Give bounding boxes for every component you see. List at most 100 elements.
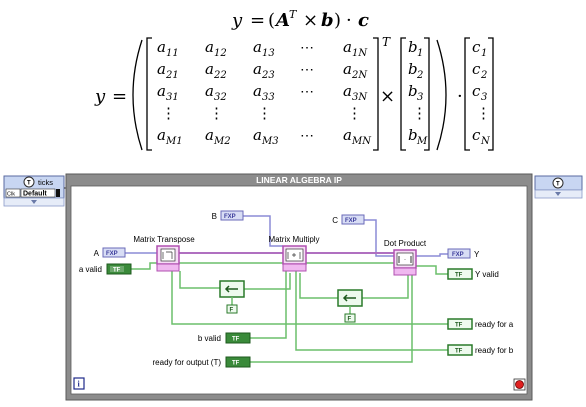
arrow-left-icon bbox=[224, 285, 238, 293]
matrix-a-entry-vdots: ⋮ bbox=[347, 104, 362, 122]
matrix-multiply-node[interactable]: Matrix Multiply bbox=[268, 235, 320, 272]
matrix-transpose-label: Matrix Transpose bbox=[133, 235, 195, 244]
info-icon[interactable]: i bbox=[73, 377, 85, 390]
input-a-valid[interactable]: a valid TF bbox=[79, 263, 132, 275]
matrix-a-entry-subscript: 22 bbox=[213, 70, 227, 81]
dot-product-label: Dot Product bbox=[384, 239, 427, 248]
b-valid-label: b valid bbox=[198, 334, 221, 343]
eq1-transpose: T bbox=[289, 8, 298, 21]
chevron-down-icon[interactable] bbox=[555, 192, 561, 196]
vector-c-entry: ⋮ bbox=[476, 104, 491, 122]
input-b-valid[interactable]: b valid TF bbox=[198, 332, 251, 344]
matrix-a-entry-letter: a bbox=[157, 38, 166, 56]
matrix-a-entry-subscript: 32 bbox=[214, 92, 227, 103]
input-A-label: A bbox=[94, 249, 100, 258]
right-timing-panel[interactable]: T bbox=[534, 175, 583, 199]
matrix-a-hdots: ⋯ bbox=[300, 128, 314, 144]
matrix-a-entry-letter: a bbox=[205, 38, 214, 56]
vector-b-entry-subscript: M bbox=[416, 136, 428, 147]
matrix-a-entry: ⋮ bbox=[161, 104, 176, 122]
matrix-a-entry-letter: a bbox=[253, 126, 262, 144]
input-B[interactable]: B FXP bbox=[212, 210, 244, 221]
vector-c-entry-subscript: N bbox=[480, 136, 491, 147]
default-clock-selector[interactable] bbox=[20, 188, 56, 198]
dot-product-node[interactable]: Dot Product bbox=[384, 239, 427, 276]
vector-c-bracket-left bbox=[464, 37, 470, 151]
eq1-c: c bbox=[358, 10, 369, 31]
matrix-a-entry-vdots: ⋮ bbox=[209, 104, 224, 122]
matrix-a-entry: ⋮ bbox=[347, 104, 362, 122]
vector-b-bracket-right bbox=[424, 37, 430, 151]
chevron-down-icon[interactable] bbox=[31, 200, 37, 204]
false-const-2: F bbox=[348, 317, 352, 323]
ready-for-output-tf: TF bbox=[232, 361, 240, 367]
ticks-label: ticks bbox=[38, 178, 53, 187]
matrix-a-entry-subscript: 11 bbox=[166, 48, 179, 59]
vector-b-entry-letter: b bbox=[408, 38, 418, 56]
matrix-transpose-mark: T bbox=[382, 35, 391, 49]
feedback-node-2[interactable]: F bbox=[337, 289, 363, 323]
input-ready-for-output[interactable]: ready for output (T) TF bbox=[153, 356, 251, 368]
eq1-b: b bbox=[321, 10, 334, 31]
eq1-times: × bbox=[303, 10, 318, 31]
matrix-multiply-label: Matrix Multiply bbox=[268, 235, 319, 244]
matrix-a-entry-letter: a bbox=[205, 82, 214, 100]
input-C[interactable]: C FXP bbox=[332, 214, 365, 225]
matrix-a-entry-vdots: ⋮ bbox=[257, 104, 272, 122]
input-A[interactable]: A FXP bbox=[94, 247, 126, 258]
matrix-a-entry-subscript: 21 bbox=[165, 70, 179, 81]
matrix-a-entry-letter: a bbox=[157, 60, 166, 78]
output-ready-for-b[interactable]: TF ready for b bbox=[447, 344, 514, 356]
matrix-a-entry-letter: a bbox=[157, 82, 166, 100]
false-const-1: F bbox=[230, 308, 234, 314]
matrix-a-entry: ⋮ bbox=[209, 104, 224, 122]
ready-for-output-label: ready for output (T) bbox=[153, 358, 222, 367]
matrix-a-entry-letter: a bbox=[343, 38, 352, 56]
vector-c-entry-letter: c bbox=[472, 38, 481, 56]
output-Y-fxp: FXP bbox=[452, 252, 464, 258]
vector-b-entry: ⋮ bbox=[412, 104, 427, 122]
output-ready-for-a[interactable]: TF ready for a bbox=[447, 318, 514, 330]
stop-button-icon[interactable] bbox=[513, 378, 526, 391]
matrix-transpose-node[interactable]: Matrix Transpose bbox=[133, 235, 195, 272]
input-B-fxp: FXP bbox=[224, 214, 236, 220]
matrix-a-entry-vdots: ⋮ bbox=[161, 104, 176, 122]
matrix-a-entry-subscript: M3 bbox=[261, 136, 279, 147]
matrix-a-entry-subscript: 12 bbox=[214, 48, 227, 59]
vector-c-entry-subscript: 3 bbox=[481, 92, 487, 103]
vector-b-entry-vdots: ⋮ bbox=[412, 104, 427, 122]
output-Y-label: Y bbox=[474, 250, 480, 259]
linear-algebra-loop[interactable]: LINEAR ALGEBRA IP bbox=[65, 173, 533, 401]
a-valid-label: a valid bbox=[79, 265, 102, 274]
matrix-a-entry-letter: a bbox=[205, 60, 214, 78]
matrix-a-entry-subscript: 23 bbox=[261, 70, 275, 81]
eq1-y: y bbox=[231, 10, 243, 31]
matrix-a-hdots: ⋯ bbox=[300, 40, 314, 56]
matrix-a-bracket-left bbox=[146, 37, 152, 151]
timer-icon bbox=[23, 176, 35, 188]
ready-for-a-tf: TF bbox=[455, 323, 463, 329]
default-clock-label: Default bbox=[23, 191, 47, 198]
vector-b-bracket-left bbox=[400, 37, 406, 151]
big-paren-left bbox=[132, 39, 143, 151]
left-timing-panel[interactable]: T ticks Clk Default bbox=[3, 175, 65, 207]
output-y-valid[interactable]: TF Y valid bbox=[447, 268, 499, 280]
eq1-cdot: · bbox=[346, 10, 352, 31]
feedback-node-1[interactable]: F bbox=[219, 280, 245, 314]
eq1-equals: = bbox=[250, 10, 265, 31]
vector-c-entry-vdots: ⋮ bbox=[476, 104, 491, 122]
eq1-close-paren: ) bbox=[334, 10, 341, 31]
output-Y[interactable]: FXP Y bbox=[447, 248, 480, 259]
